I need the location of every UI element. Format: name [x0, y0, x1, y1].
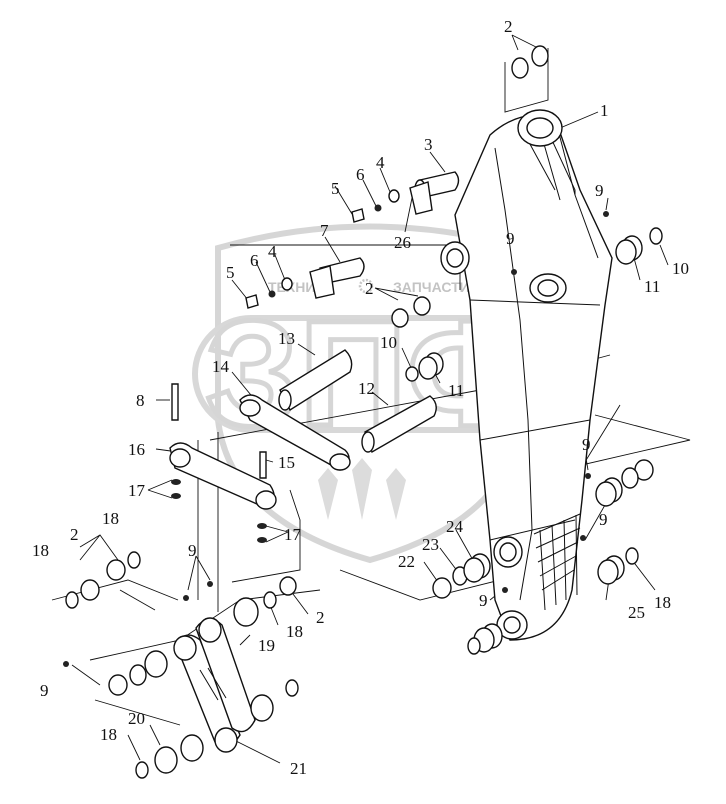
- callout-25: 25: [628, 603, 645, 622]
- callout-15: 15: [278, 453, 295, 472]
- callout-9: 9: [40, 681, 49, 700]
- callout-3: 3: [424, 135, 433, 154]
- callout-18: 18: [32, 541, 49, 560]
- callout-5: 5: [226, 263, 235, 282]
- hardware: [63, 45, 663, 779]
- callout-5: 5: [331, 179, 340, 198]
- callout-9: 9: [599, 510, 608, 529]
- callout-2: 2: [316, 608, 325, 627]
- callout-7: 7: [320, 221, 329, 240]
- callout-17: 17: [284, 525, 302, 544]
- watermark-brand-right: ЗАПЧАСТИ: [393, 279, 470, 295]
- callout-2: 2: [70, 525, 79, 544]
- callout-18: 18: [100, 725, 117, 744]
- callout-19: 19: [258, 636, 275, 655]
- callout-9: 9: [188, 541, 197, 560]
- callout-8: 8: [136, 391, 145, 410]
- callout-11: 11: [448, 381, 464, 400]
- callout-10: 10: [672, 259, 689, 278]
- callout-10: 10: [380, 333, 397, 352]
- callout-20: 20: [128, 709, 145, 728]
- callout-14: 14: [212, 357, 230, 376]
- callout-13: 13: [278, 329, 295, 348]
- watermark-wheat-icon: [318, 458, 406, 520]
- callout-9: 9: [595, 181, 604, 200]
- callout-22: 22: [398, 552, 415, 571]
- callout-16: 16: [128, 440, 145, 459]
- callout-4: 4: [376, 153, 385, 172]
- callout-2: 2: [504, 17, 513, 36]
- callout-18: 18: [286, 622, 303, 641]
- callout-18: 18: [102, 509, 119, 528]
- callout-4: 4: [268, 242, 277, 261]
- callout-11: 11: [644, 277, 660, 296]
- watermark-gear-icon: [358, 278, 374, 294]
- callout-1: 1: [600, 101, 609, 120]
- callout-18: 18: [654, 593, 671, 612]
- callout-labels: 1 2 2 2 2 3 4 4 5 5 6 6 7 8 9 9 9 9 9 9 …: [32, 17, 689, 778]
- callout-24: 24: [446, 517, 464, 536]
- callout-12: 12: [358, 379, 375, 398]
- arm-body: [440, 109, 613, 641]
- callout-9: 9: [479, 591, 488, 610]
- callout-2: 2: [365, 279, 374, 298]
- callout-23: 23: [422, 535, 439, 554]
- callout-6: 6: [250, 251, 259, 270]
- callout-6: 6: [356, 165, 365, 184]
- callout-9: 9: [506, 229, 515, 248]
- callout-21: 21: [290, 759, 307, 778]
- callout-26: 26: [394, 233, 411, 252]
- callout-9: 9: [582, 435, 591, 454]
- callout-17: 17: [128, 481, 146, 500]
